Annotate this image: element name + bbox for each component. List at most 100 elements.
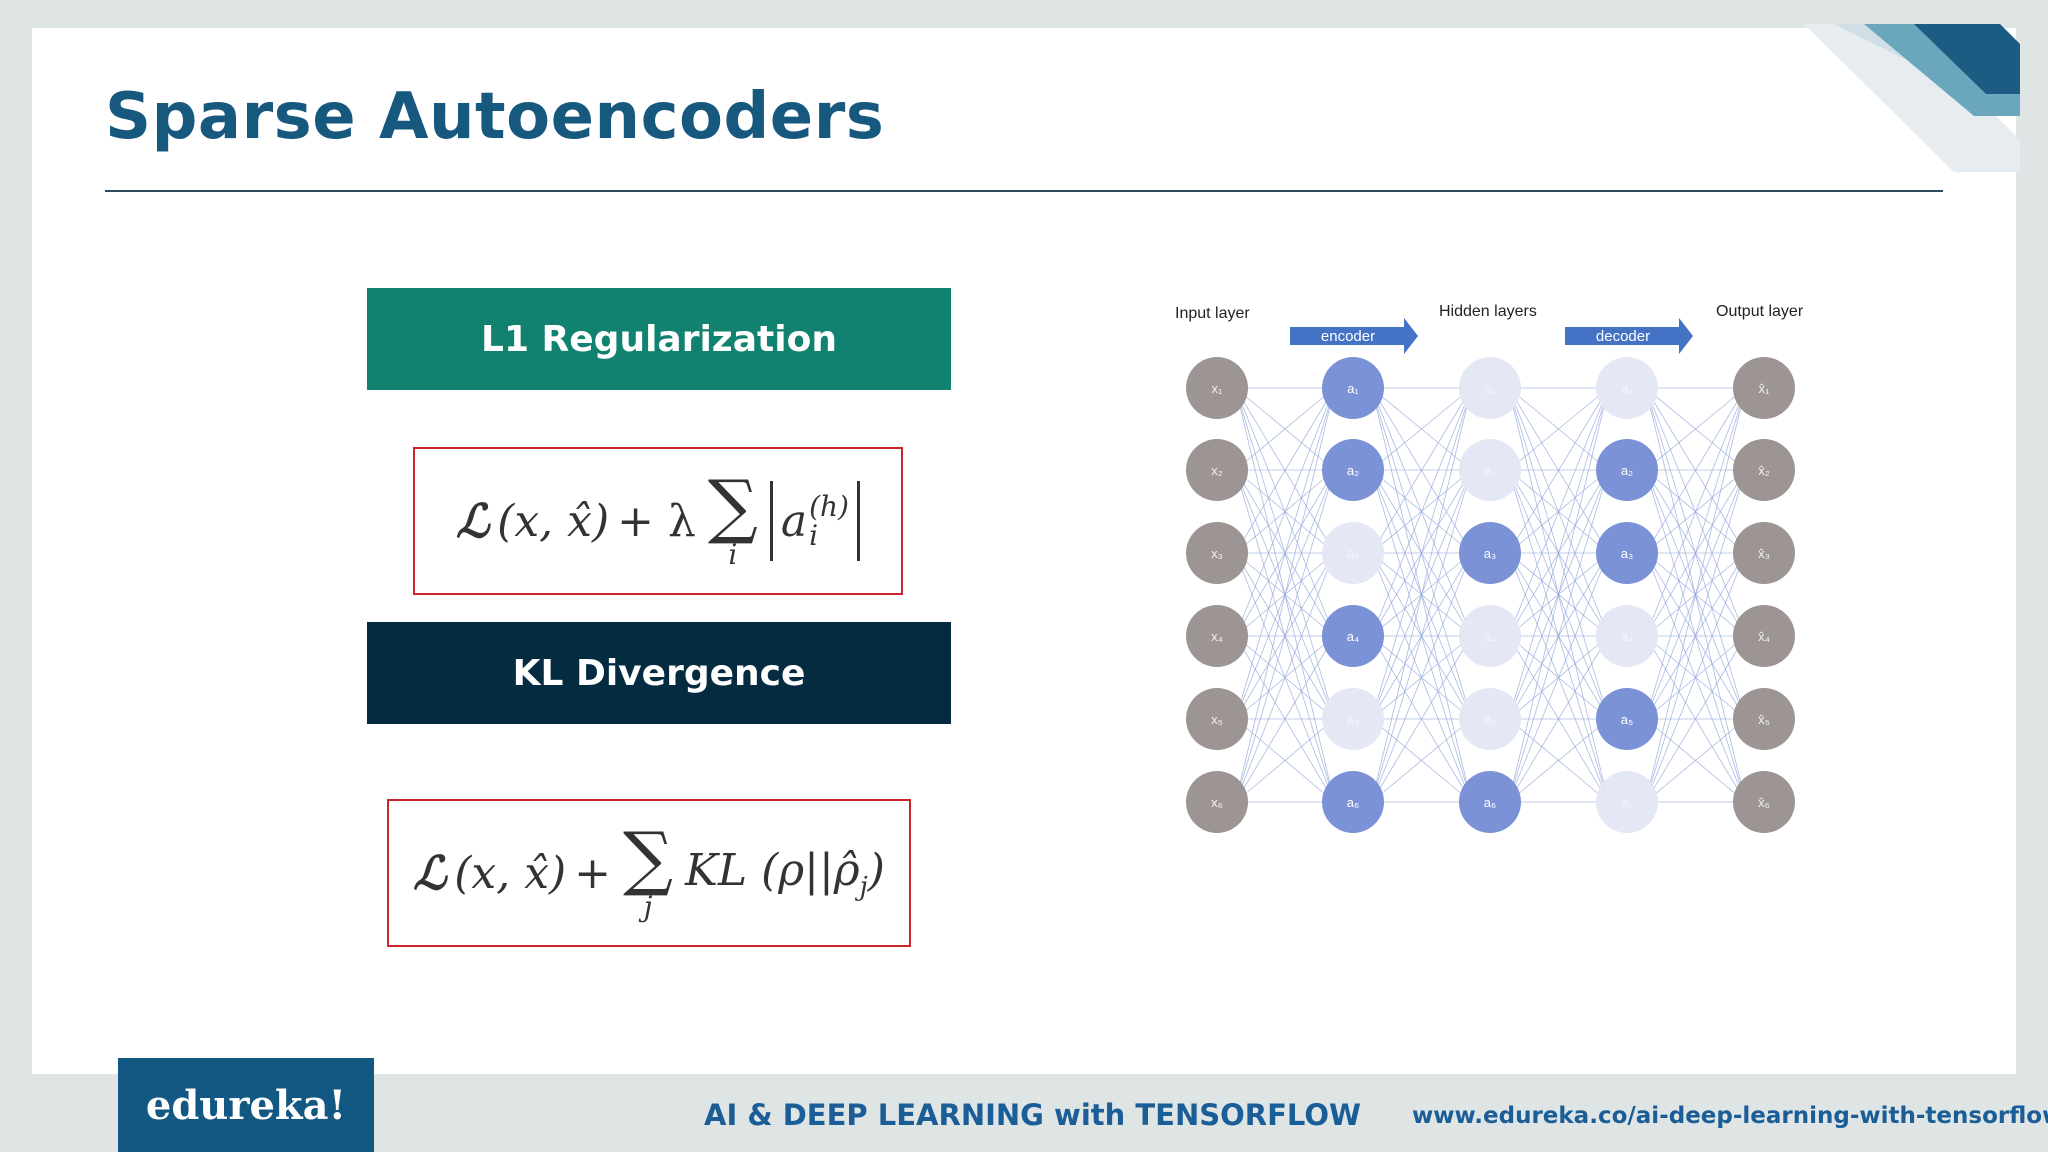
l1-regularization-header: L1 Regularization	[367, 288, 951, 390]
hidden-node-circle	[1459, 439, 1521, 501]
input-node: x₅	[1186, 688, 1248, 750]
output-node-label: x̂₂	[1758, 463, 1770, 478]
network-edge	[1645, 635, 1746, 803]
output-node-circle	[1733, 522, 1795, 584]
network-edge	[1508, 552, 1609, 803]
hidden-node-circle	[1596, 688, 1658, 750]
hidden-node: a₁	[1596, 357, 1658, 419]
network-edge	[1645, 387, 1746, 471]
network-edge	[1645, 387, 1746, 554]
network-edge	[1508, 469, 1609, 803]
output-layer-label: Output layer	[1716, 303, 1804, 320]
network-edge	[1235, 387, 1335, 720]
network-edge	[1371, 387, 1472, 803]
network-edge	[1235, 469, 1335, 803]
loss-args: (x, x̂)	[497, 495, 610, 547]
autoencoder-network-diagram: Input layer Hidden layers Output layer e…	[1175, 303, 1804, 833]
hidden-node: a₄	[1322, 605, 1384, 667]
hidden-node-circle	[1596, 357, 1658, 419]
hidden-node: a₃	[1596, 522, 1658, 584]
network-edge	[1645, 552, 1746, 803]
network-edge	[1371, 387, 1472, 471]
input-node-label: x₁	[1212, 381, 1224, 396]
hidden-node: a₄	[1459, 605, 1521, 667]
input-node: x₁	[1186, 357, 1248, 419]
network-edge	[1371, 387, 1472, 637]
loss-symbol: ℒ	[456, 494, 490, 548]
input-node-label: x₃	[1211, 546, 1223, 561]
input-layer-label: Input layer	[1175, 305, 1250, 322]
network-edge	[1371, 387, 1472, 720]
plus-lambda: + λ	[617, 495, 696, 547]
output-node-circle	[1733, 357, 1795, 419]
edureka-logo: edureka!	[118, 1058, 374, 1152]
input-node-circle	[1186, 771, 1248, 833]
sum-symbol: ∑	[623, 816, 674, 899]
course-url[interactable]: www.edureka.co/ai-deep-learning-with-ten…	[1412, 1103, 2048, 1129]
summation: ∑ i	[707, 464, 758, 572]
network-edge	[1235, 552, 1335, 803]
hidden-layers-label: Hidden layers	[1439, 303, 1537, 320]
kl-term-subscript: j	[859, 871, 868, 902]
network-edge	[1235, 387, 1335, 471]
output-node-label: x̂₃	[1758, 546, 1770, 561]
output-node-circle	[1733, 771, 1795, 833]
title-divider	[105, 190, 1943, 192]
network-edge	[1508, 635, 1609, 803]
hidden-node: a₁	[1459, 357, 1521, 419]
hidden-node-circle	[1596, 771, 1658, 833]
hidden-node-circle	[1459, 357, 1521, 419]
network-edge	[1371, 718, 1472, 803]
network-edge	[1645, 387, 1746, 803]
output-node-circle	[1733, 605, 1795, 667]
output-node: x̂₅	[1733, 688, 1795, 750]
activation-indices: (h) i	[809, 491, 849, 552]
input-node-circle	[1186, 688, 1248, 750]
loss-args: (x, x̂)	[454, 847, 567, 899]
kl-term-close: )	[867, 844, 885, 896]
hidden-node-label: a₁	[1347, 381, 1359, 396]
sum-symbol: ∑	[707, 464, 758, 547]
output-node: x̂₃	[1733, 522, 1795, 584]
hidden-node-label: a₁	[1484, 381, 1496, 396]
decoder-label: decoder	[1596, 328, 1650, 345]
page-title: Sparse Autoencoders	[105, 80, 885, 154]
network-edge	[1508, 387, 1609, 554]
slide-canvas	[32, 28, 2016, 1074]
hidden-node-label: a₄	[1484, 629, 1497, 644]
hidden-node-label: a₄	[1347, 629, 1360, 644]
hidden-node-label: a₂	[1621, 463, 1633, 478]
hidden-node: a₄	[1596, 605, 1658, 667]
l1-formula: ℒ (x, x̂) + λ ∑ i a (h) i	[413, 447, 903, 595]
output-node-label: x̂₁	[1759, 381, 1771, 396]
network-edge	[1508, 387, 1609, 720]
course-title: AI & DEEP LEARNING with TENSORFLOW	[704, 1098, 1362, 1132]
hidden-node-label: a₃	[1484, 546, 1497, 561]
encoder-label: encoder	[1321, 328, 1375, 345]
output-node-circle	[1733, 439, 1795, 501]
sum-index: i	[728, 538, 738, 572]
hidden-node: a₃	[1322, 522, 1384, 584]
input-node-label: x₆	[1211, 795, 1223, 810]
hidden-node-label: a₅	[1484, 712, 1496, 727]
kl-term: KL (ρ||ρ̂j)	[685, 845, 885, 902]
hidden-node-label: a₅	[1621, 712, 1633, 727]
hidden-node: a₂	[1322, 439, 1384, 501]
activation-subscript: i	[809, 519, 819, 552]
network-edge	[1645, 387, 1746, 637]
hidden-node-circle	[1596, 439, 1658, 501]
hidden-node-circle	[1596, 522, 1658, 584]
network-edge	[1508, 718, 1609, 803]
network-edge	[1235, 718, 1335, 803]
network-edge	[1508, 387, 1609, 471]
network-edge	[1645, 718, 1746, 803]
output-node: x̂₁	[1733, 357, 1795, 419]
network-edge	[1371, 552, 1472, 803]
input-node-circle	[1186, 522, 1248, 584]
hidden-node-label: a₆	[1347, 795, 1359, 810]
hidden-node: a₆	[1322, 771, 1384, 833]
hidden-node-label: a₂	[1484, 463, 1496, 478]
hidden-node-circle	[1459, 771, 1521, 833]
input-node: x₄	[1186, 605, 1248, 667]
network-edges	[1235, 387, 1746, 803]
